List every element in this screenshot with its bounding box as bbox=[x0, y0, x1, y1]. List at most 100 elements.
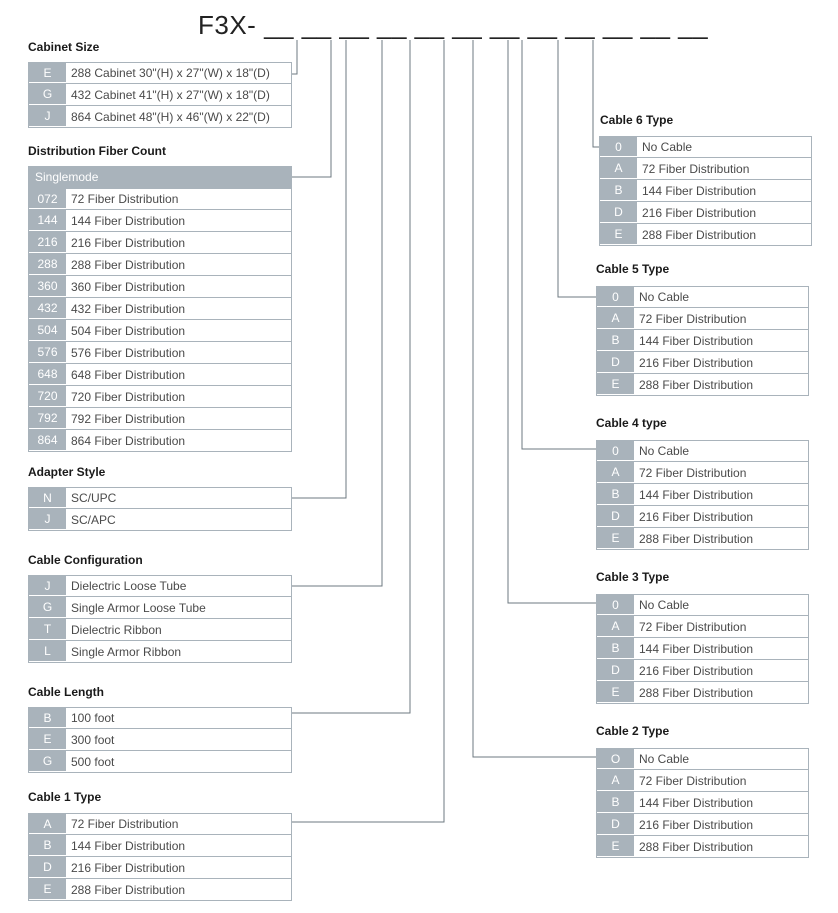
option-code: B bbox=[29, 835, 66, 856]
cable6-title: Cable 6 Type bbox=[600, 113, 674, 127]
option-code: E bbox=[597, 836, 634, 857]
connector-fiber-count bbox=[292, 40, 332, 178]
option-code: E bbox=[597, 682, 634, 703]
option-code: 648 bbox=[29, 364, 66, 385]
option-code: B bbox=[597, 638, 634, 659]
connector-adapter-style bbox=[292, 40, 347, 499]
connector-cable-length bbox=[292, 40, 411, 714]
option-code: D bbox=[29, 857, 66, 878]
option-code: 792 bbox=[29, 408, 66, 429]
option-code: O bbox=[597, 749, 634, 769]
cable5-title: Cable 5 Type bbox=[596, 262, 670, 276]
option-code: B bbox=[600, 180, 637, 201]
option-description: 216 Fiber Distribution bbox=[639, 817, 754, 832]
option-code: E bbox=[29, 879, 66, 900]
option-code: D bbox=[597, 352, 634, 373]
option-code: A bbox=[29, 814, 66, 834]
connector-cabinet-size bbox=[292, 40, 298, 75]
option-code: 576 bbox=[29, 342, 66, 363]
option-description: 216 Fiber Distribution bbox=[639, 355, 754, 370]
connector-cable2 bbox=[472, 40, 596, 758]
option-description: 72 Fiber Distribution bbox=[639, 311, 747, 326]
option-code: B bbox=[597, 484, 634, 505]
option-code: 504 bbox=[29, 320, 66, 341]
option-description: 216 Fiber Distribution bbox=[71, 235, 186, 250]
table-row: O No Cable bbox=[596, 748, 809, 770]
option-code: N bbox=[29, 488, 66, 508]
option-description: 864 Cabinet 48"(H) x 46"(W) x 22"(D) bbox=[71, 109, 270, 124]
option-description: 500 foot bbox=[71, 754, 115, 769]
connector-cable3 bbox=[507, 40, 596, 604]
connector-cable5 bbox=[557, 40, 596, 298]
option-code: G bbox=[29, 84, 66, 105]
table-row: 216 216 Fiber Distribution bbox=[28, 232, 292, 254]
option-description: 288 Cabinet 30"(H) x 27"(W) x 18"(D) bbox=[71, 66, 270, 80]
option-description: 72 Fiber Distribution bbox=[71, 817, 179, 831]
option-description: No Cable bbox=[639, 752, 690, 766]
option-code: J bbox=[29, 509, 66, 530]
option-code: 0 bbox=[597, 287, 634, 307]
option-description: 72 Fiber Distribution bbox=[639, 619, 747, 634]
option-description: SC/APC bbox=[71, 512, 116, 527]
option-code: 360 bbox=[29, 276, 66, 297]
option-description: No Cable bbox=[639, 444, 690, 458]
option-description: 144 Fiber Distribution bbox=[642, 183, 757, 198]
option-code: T bbox=[29, 619, 66, 640]
option-code: 216 bbox=[29, 232, 66, 253]
option-code: 144 bbox=[29, 210, 66, 231]
option-description: 288 Fiber Distribution bbox=[71, 882, 186, 897]
table-row: D 216 Fiber Distribution bbox=[596, 352, 809, 374]
option-description: Single Armor Ribbon bbox=[71, 644, 182, 659]
cable-length-title: Cable Length bbox=[28, 685, 105, 699]
option-description: 864 Fiber Distribution bbox=[71, 433, 186, 448]
option-description: 72 Fiber Distribution bbox=[639, 465, 747, 480]
option-code: 864 bbox=[29, 430, 66, 451]
option-code: 0 bbox=[597, 441, 634, 461]
fiber-count-header: Singlemode bbox=[28, 166, 292, 188]
option-code: E bbox=[597, 528, 634, 549]
option-code: E bbox=[597, 374, 634, 395]
option-description: 360 Fiber Distribution bbox=[71, 279, 186, 294]
option-code: D bbox=[597, 660, 634, 681]
option-code: A bbox=[597, 770, 634, 791]
cable2-title: Cable 2 Type bbox=[596, 724, 670, 738]
option-description: 144 Fiber Distribution bbox=[639, 795, 754, 810]
part-number-title: F3X- __ __ __ __ __ __ __ __ __ __ __ __ bbox=[198, 10, 709, 40]
option-code: 288 bbox=[29, 254, 66, 275]
cabinet-size-title: Cabinet Size bbox=[28, 40, 100, 54]
cable3-title: Cable 3 Type bbox=[596, 570, 670, 584]
option-code: L bbox=[29, 641, 66, 662]
